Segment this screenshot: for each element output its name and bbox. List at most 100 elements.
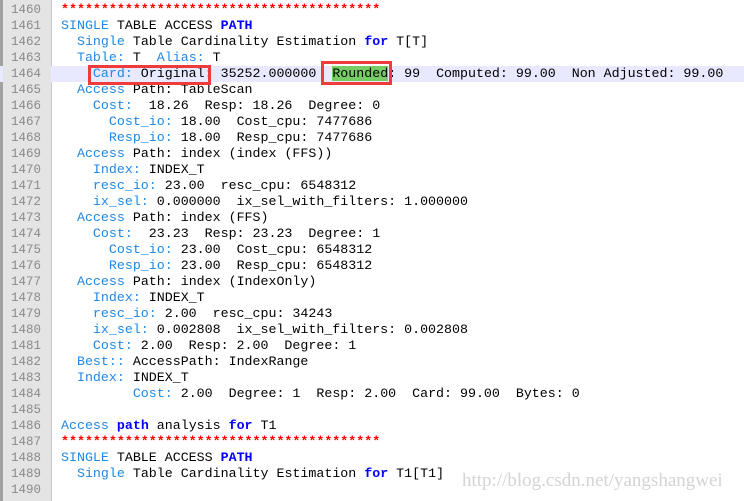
code-line[interactable]: 1482 Best:: AccessPath: IndexRange (0, 354, 744, 370)
line-text: Best:: AccessPath: IndexRange (61, 354, 308, 370)
line-number: 1477 (11, 275, 42, 289)
keyword-token: resc_io: (92, 178, 157, 193)
keyword-token: SINGLE (61, 18, 109, 33)
line-text: Index: INDEX_T (61, 290, 205, 306)
code-line[interactable]: 1476 Resp_io: 23.00 Resp_cpu: 6548312 (0, 258, 744, 274)
text-token: 2.00 resc_cpu: 34243 (156, 306, 333, 321)
keyword-token: Index: (92, 162, 141, 177)
code-line[interactable]: 1487************************************… (0, 434, 744, 450)
code-line[interactable]: 1490 (0, 482, 744, 498)
indent (61, 82, 77, 97)
reserved-word-token: PATH (220, 18, 253, 33)
line-number: 1462 (11, 35, 42, 49)
code-line[interactable]: 1464 Card: Original: 35252.000000 Rounde… (0, 66, 744, 82)
line-text: Cost_io: 18.00 Cost_cpu: 7477686 (61, 114, 372, 130)
code-line[interactable]: 1463 Table: T Alias: T (0, 50, 744, 66)
separator-stars: **************************************** (61, 2, 381, 17)
line-number: 1470 (11, 163, 42, 177)
indent (61, 34, 77, 49)
line-number: 1468 (11, 131, 42, 145)
line-text: ix_sel: 0.000000 ix_sel_with_filters: 1.… (61, 194, 468, 210)
code-line[interactable]: 1489 Single Table Cardinality Estimation… (0, 466, 744, 482)
code-line[interactable]: 1461 SINGLE TABLE ACCESS PATH (0, 18, 744, 34)
text-token: Original: 35252.000000 (132, 66, 333, 81)
highlighted-token: Rounded (332, 66, 389, 81)
code-line[interactable]: 1470 Index: INDEX_T (0, 162, 744, 178)
line-number: 1490 (11, 483, 42, 497)
reserved-word-token: path (116, 418, 149, 433)
indent (61, 194, 93, 209)
text-token: 23.00 resc_cpu: 6548312 (156, 178, 357, 193)
code-line[interactable]: 1474 Cost: 23.23 Resp: 23.23 Degree: 1 (0, 226, 744, 242)
keyword-token: ix_sel: (92, 194, 149, 209)
line-text: SINGLE TABLE ACCESS PATH (61, 450, 253, 466)
code-line[interactable]: 1469 Access Path: index (index (FFS)) (0, 146, 744, 162)
code-line[interactable]: 1465 Access Path: TableScan (0, 82, 744, 98)
line-number: 1483 (11, 371, 42, 385)
line-text: SINGLE TABLE ACCESS PATH (61, 18, 253, 34)
code-line[interactable]: 1466 Cost: 18.26 Resp: 18.26 Degree: 0 (0, 98, 744, 114)
line-text: Cost: 18.26 Resp: 18.26 Degree: 0 (61, 98, 380, 114)
code-line[interactable]: 1480 ix_sel: 0.002808 ix_sel_with_filter… (0, 322, 744, 338)
text-token: T1[T1] (388, 466, 445, 481)
keyword-token: Access (76, 82, 125, 97)
line-number: 1473 (11, 211, 42, 225)
reserved-word-token: for (364, 34, 389, 49)
text-token: 0.002808 ix_sel_with_filters: 0.002808 (148, 322, 468, 337)
indent (61, 354, 77, 369)
code-line[interactable]: 1467 Cost_io: 18.00 Cost_cpu: 7477686 (0, 114, 744, 130)
code-line[interactable]: 1477 Access Path: index (IndexOnly) (0, 274, 744, 290)
line-text: Index: INDEX_T (61, 370, 189, 386)
text-token: Table Cardinality Estimation (124, 466, 365, 481)
line-text: Cost: 2.00 Degree: 1 Resp: 2.00 Card: 99… (61, 386, 580, 402)
code-line[interactable]: 1460************************************… (0, 2, 744, 18)
text-token: T (204, 50, 221, 65)
indent (61, 274, 77, 289)
code-line[interactable]: 1478 Index: INDEX_T (0, 290, 744, 306)
indent (61, 114, 109, 129)
keyword-token: Resp_io: (108, 258, 173, 273)
code-line[interactable]: 1481 Cost: 2.00 Resp: 2.00 Degree: 1 (0, 338, 744, 354)
code-line[interactable]: 1479 resc_io: 2.00 resc_cpu: 34243 (0, 306, 744, 322)
code-line[interactable]: 1468 Resp_io: 18.00 Resp_cpu: 7477686 (0, 130, 744, 146)
separator-stars: **************************************** (61, 434, 381, 449)
indent (61, 146, 77, 161)
text-token: T1 (252, 418, 277, 433)
keyword-token: Single (76, 466, 125, 481)
code-line[interactable]: 1475 Cost_io: 23.00 Cost_cpu: 6548312 (0, 242, 744, 258)
keyword-token: Best:: (76, 354, 125, 369)
indent (61, 242, 109, 257)
code-line[interactable]: 1484 Cost: 2.00 Degree: 1 Resp: 2.00 Car… (0, 386, 744, 402)
code-line[interactable]: 1462 Single Table Cardinality Estimation… (0, 34, 744, 50)
code-line[interactable]: 1473 Access Path: index (FFS) (0, 210, 744, 226)
code-line[interactable]: 1483 Index: INDEX_T (0, 370, 744, 386)
code-line[interactable]: 1471 resc_io: 23.00 resc_cpu: 6548312 (0, 178, 744, 194)
line-number: 1472 (11, 195, 42, 209)
text-token: AccessPath: IndexRange (124, 354, 309, 369)
line-number: 1485 (11, 403, 42, 417)
line-number: 1471 (11, 179, 42, 193)
text-token: : 99 Computed: 99.00 Non Adjusted: 99.00 (388, 66, 724, 81)
line-number: 1461 (11, 19, 42, 33)
code-line[interactable]: 1485 (0, 402, 744, 418)
line-number: 1486 (11, 419, 42, 433)
line-number: 1484 (11, 387, 42, 401)
line-text: resc_io: 2.00 resc_cpu: 34243 (61, 306, 332, 322)
code-line[interactable]: 1472 ix_sel: 0.000000 ix_sel_with_filter… (0, 194, 744, 210)
keyword-token: Card: (92, 66, 133, 81)
line-number: 1474 (11, 227, 42, 241)
text-token: T (124, 50, 157, 65)
keyword-token: ix_sel: (92, 322, 149, 337)
line-text: Single Table Cardinality Estimation for … (61, 466, 444, 482)
line-text: resc_io: 23.00 resc_cpu: 6548312 (61, 178, 356, 194)
indent (61, 466, 77, 481)
indent (61, 178, 93, 193)
indent (61, 338, 93, 353)
line-text: Card: Original: 35252.000000 Rounded: 99… (61, 66, 723, 82)
line-number: 1478 (11, 291, 42, 305)
indent (61, 162, 93, 177)
